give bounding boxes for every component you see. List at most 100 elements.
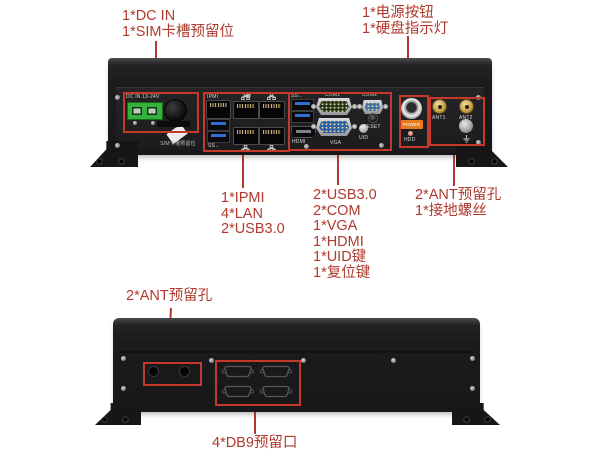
annotation-line: 4*DB9预留口: [212, 435, 298, 451]
screw: [121, 386, 126, 391]
bracket-hole: [97, 159, 102, 164]
network-icon: [267, 93, 276, 100]
rear-view-chassis: [113, 318, 480, 412]
highlight-box-power: [399, 95, 429, 148]
uid-button: [359, 124, 368, 133]
lan-port: [233, 101, 259, 119]
dsub-face: [365, 103, 380, 111]
hdmi-port: [291, 126, 316, 138]
leader-line: [337, 148, 339, 185]
annotation-line: 2*COM: [313, 202, 361, 219]
com1-label: COM1: [325, 92, 341, 98]
screw: [115, 143, 120, 148]
annotation-line: 1*HDMI: [313, 233, 364, 250]
ant2-connector: [460, 100, 473, 113]
screw-nut: [352, 103, 357, 109]
grounding-screw: [459, 119, 473, 133]
ant1-label: ANT1: [432, 115, 446, 121]
hdmi-label: HDMI: [292, 139, 306, 145]
dsub-face: [319, 121, 349, 133]
reset-button: [369, 114, 377, 122]
terminal-slot: [132, 107, 142, 115]
screw-nut: [311, 103, 316, 109]
leader-line: [453, 143, 455, 186]
annotation-line: 1*SIM卡槽预留位: [122, 23, 234, 40]
ground-icon: [463, 135, 470, 143]
screw: [391, 358, 396, 363]
terminal-slot: [147, 107, 157, 115]
com2-serial-port: [357, 100, 388, 114]
bracket-hole: [485, 417, 490, 422]
annotation-line: 1*接地螺丝: [415, 202, 487, 219]
screw-nut: [357, 104, 362, 109]
screw: [209, 358, 214, 363]
annotation-line: 1*电源按钮: [362, 5, 434, 21]
uid-label: UID: [359, 135, 369, 141]
com1-serial-port: [311, 98, 357, 115]
annotation-power-hdd: 1*电源按钮 1*硬盘指示灯: [362, 5, 449, 37]
highlight-box-rear-ant: [143, 362, 202, 386]
annotation-line: 1*DC IN: [122, 8, 176, 24]
db9-cutout: [222, 385, 254, 398]
chassis-seam: [119, 351, 474, 353]
ant-reserved-hole: [180, 367, 189, 376]
db9-cutout: [260, 385, 292, 398]
bracket-hole: [119, 159, 124, 164]
leader-line: [242, 149, 244, 188]
usb3-ss-label: SS←: [208, 143, 221, 149]
sim-sticker-label: SIM卡槽预留位: [160, 141, 196, 147]
annotation-rear-ant: 2*ANT预留孔: [126, 288, 213, 305]
leader-line: [254, 403, 256, 434]
annotation-line: 2*USB3.0: [313, 187, 377, 203]
annotation-line: 1*复位键: [313, 264, 371, 281]
db9-cutout: [222, 365, 254, 378]
dsub-face: [319, 101, 349, 112]
network-icon: [241, 93, 250, 100]
hdd-label: HDD: [404, 137, 416, 143]
lan-port: [259, 127, 285, 145]
highlight-box-dc-sim: [123, 92, 199, 133]
reset-label: RESET: [363, 124, 381, 130]
screw: [115, 95, 120, 100]
annotation-line: 1*硬盘指示灯: [362, 20, 449, 37]
highlight-box-io: [288, 92, 392, 151]
sim-slot-cover: [157, 121, 190, 127]
screw: [304, 144, 309, 149]
ipmi-label: IPMI: [207, 94, 219, 100]
power-button: [401, 98, 422, 119]
ipmi-port: [206, 100, 231, 119]
screw: [151, 121, 155, 125]
bracket-hole: [464, 417, 469, 422]
ant1-connector: [433, 100, 446, 113]
annotation-ant-ground: 2*ANT预留孔 1*接地螺丝: [415, 187, 501, 219]
screw: [121, 356, 126, 361]
screw-nut: [383, 104, 388, 109]
hdd-led: [408, 131, 413, 136]
annotation-line: 4*LAN: [221, 205, 263, 222]
power-label: POWER: [400, 120, 423, 129]
usb3-port: [207, 131, 230, 143]
vga-label: VGA: [330, 140, 342, 146]
vga-port: [311, 118, 357, 136]
highlight-box-db9: [215, 360, 301, 406]
dc-in-label: DC IN 13-24V: [126, 94, 160, 100]
annotation-dc-sim: 1*DC IN 1*SIM卡槽预留位: [122, 8, 234, 40]
screw: [133, 121, 137, 125]
annotation-line: 2*USB3.0: [221, 221, 285, 237]
usb3-port: [291, 111, 314, 123]
usb3-port: [207, 119, 230, 131]
lan-port: [233, 127, 259, 145]
annotation-line: 2*ANT预留孔: [126, 288, 213, 304]
bracket-hole: [123, 417, 128, 422]
reserved-antenna-hole: [165, 100, 186, 121]
mounting-bracket-left: [90, 141, 138, 167]
mounting-bracket-left: [95, 403, 141, 425]
annotation-line: 1*UID键: [313, 249, 367, 265]
ant-reserved-hole: [149, 367, 158, 376]
bracket-hole: [469, 159, 474, 164]
highlight-box-ipmi-lan: [203, 92, 290, 152]
ant2-label: ANT2: [459, 115, 473, 121]
mounting-bracket-right: [452, 403, 500, 425]
db9-cutout: [260, 365, 292, 378]
